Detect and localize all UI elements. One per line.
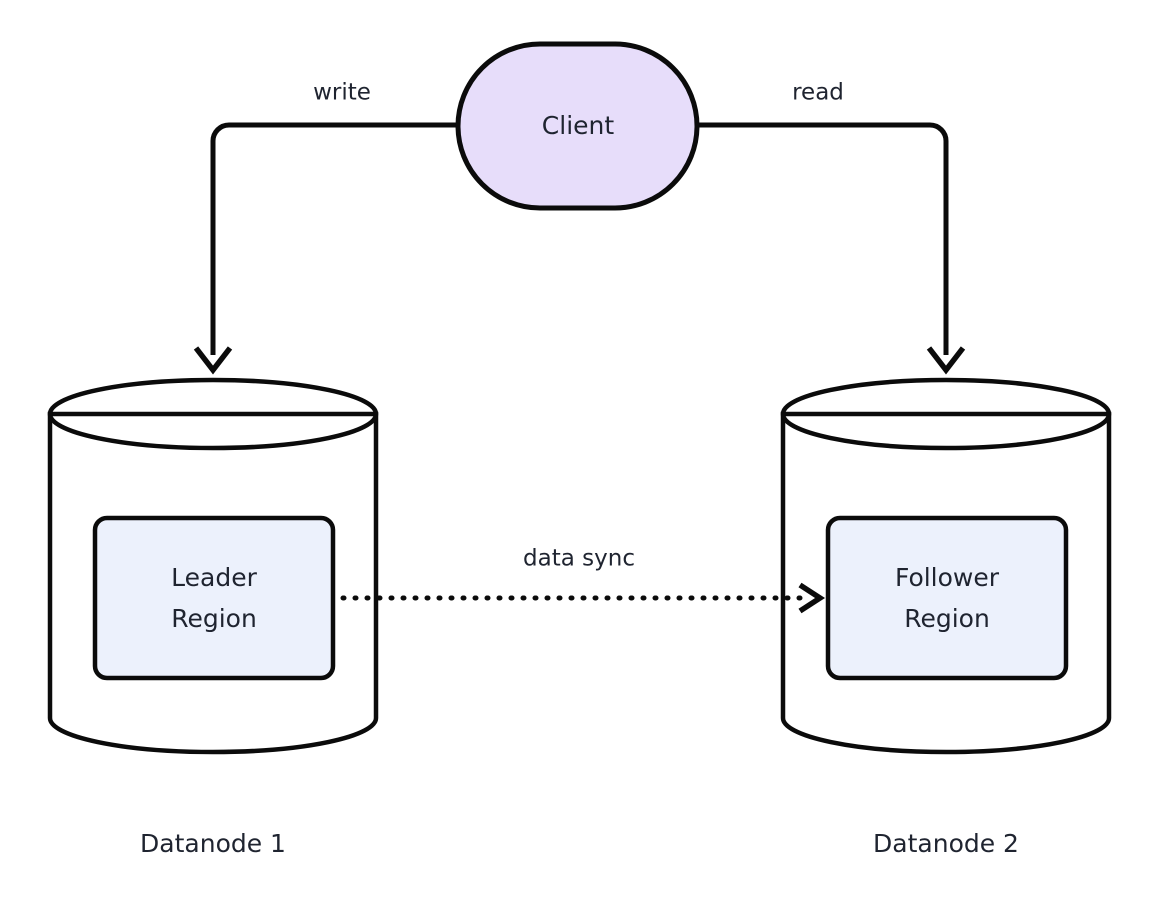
caption-datanode-1: Datanode 1 <box>140 829 286 858</box>
edge-read-arrowhead-icon <box>926 346 966 375</box>
datanode-2-region-box[interactable]: Follower Region <box>825 515 1069 681</box>
edge-write-line <box>210 122 458 355</box>
edge-data-sync-arrowhead-icon <box>798 582 826 614</box>
edge-label-data-sync-text: data sync <box>523 546 635 572</box>
client-shape <box>455 41 700 211</box>
edge-label-write-text: write <box>313 80 371 106</box>
follower-region-label-line1: Follower <box>895 563 1000 592</box>
edge-label-read-text: read <box>792 80 844 106</box>
leader-region-label-line1: Leader <box>171 563 257 592</box>
leader-region-label-line2: Region <box>171 604 257 633</box>
datanode-1-cylinder-body <box>47 411 379 755</box>
edge-read <box>697 122 966 375</box>
node-datanode-1[interactable]: Leader Region <box>47 377 379 755</box>
edge-label-read-bg <box>782 76 854 108</box>
node-datanode-2[interactable]: Follower Region <box>780 377 1112 755</box>
caption-datanode-2: Datanode 2 <box>873 829 1019 858</box>
edge-label-data-sync: data sync <box>506 541 652 575</box>
follower-region-rect <box>825 515 1069 681</box>
datanode-2-cylinder-body <box>780 411 1112 755</box>
leader-region-rect <box>92 515 336 681</box>
edge-write-arrowhead-icon <box>193 346 233 375</box>
datanode-1-region-box[interactable]: Leader Region <box>92 515 336 681</box>
edge-label-write-bg <box>303 76 381 108</box>
edge-label-read: read <box>782 76 854 108</box>
edge-read-line <box>697 122 949 355</box>
edge-write <box>193 122 458 375</box>
edge-label-write: write <box>303 76 381 108</box>
edge-label-data-sync-bg <box>506 541 652 575</box>
edge-data-sync <box>340 582 826 614</box>
follower-region-label-line2: Region <box>904 604 990 633</box>
datanode-2-cylinder-top <box>780 377 1112 451</box>
node-client[interactable]: Client <box>455 41 700 211</box>
datanode-1-cylinder-top <box>47 377 379 451</box>
client-label: Client <box>542 111 615 140</box>
